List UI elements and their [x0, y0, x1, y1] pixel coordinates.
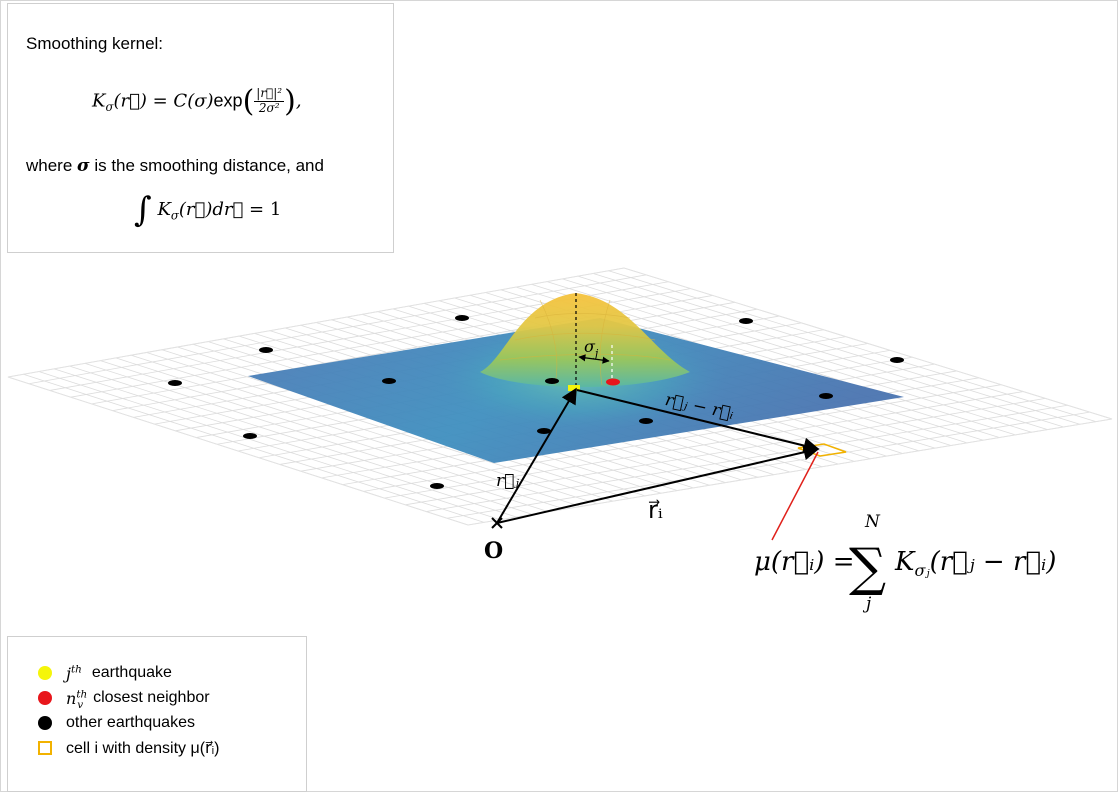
sum-upper-limit: N — [864, 512, 881, 532]
orange-square-icon — [38, 741, 52, 755]
kernel-normalization: C(σ) — [173, 90, 214, 112]
earthquake-marker — [243, 433, 257, 439]
legend-item-closest-neighbor: nthv closest neighbor — [38, 687, 210, 711]
sum-term: Kσⱼ(r⃗ⱼ − r⃗ᵢ) — [894, 547, 1056, 580]
kernel-exp: exp — [213, 90, 243, 111]
earthquake-marker — [455, 315, 469, 321]
sum-symbol: ∑ — [849, 538, 886, 598]
origin-label: O — [484, 538, 503, 564]
density-pointer-line — [771, 451, 819, 541]
legend-math: nthv — [66, 688, 88, 711]
sum-lower-limit: j — [862, 594, 872, 614]
earthquake-marker — [890, 357, 904, 363]
black-dot-icon — [38, 716, 52, 730]
earthquake-marker — [639, 418, 653, 424]
kernel-where-line: where σ is the smoothing distance, and — [26, 156, 324, 176]
rj-minus-ri-vector-arrow — [576, 389, 820, 454]
sigma-label: σj — [584, 337, 599, 360]
earthquake-marker — [259, 347, 273, 353]
rj-label: r⃗ⱼ — [496, 471, 519, 491]
sigma-symbol: σ — [77, 156, 90, 176]
legend-item-other-earthquakes: other earthquakes — [38, 712, 195, 734]
kernel-denominator: 2σ² — [258, 101, 280, 115]
integral-formula: ∫ Kσ(r⃗)dr⃗ = 1 — [134, 190, 282, 230]
kernel-peak — [480, 293, 690, 387]
ri-label: r⃗ᵢ — [648, 496, 663, 524]
integral-kernel: K — [157, 199, 171, 220]
other-earthquakes — [168, 315, 904, 489]
ri-vector-arrow — [496, 444, 820, 524]
earthquake-marker — [739, 318, 753, 324]
grid-line — [384, 391, 1024, 499]
sigma-arrow — [578, 354, 610, 364]
grid-line — [426, 404, 1068, 512]
earthquake-marker — [430, 483, 444, 489]
legend-item-cell-density: cell i with density μ(r⃗ᵢ) — [38, 737, 219, 759]
rj-vector-arrow — [496, 387, 577, 524]
legend-label: cell i with density μ(r⃗ᵢ) — [66, 740, 220, 757]
legend-label: closest neighbor — [93, 689, 210, 706]
earthquake-marker — [168, 380, 182, 386]
where-suffix: is the smoothing distance, and — [94, 156, 324, 175]
grid-line — [405, 398, 1046, 506]
grid-line — [28, 274, 647, 385]
where-prefix: where — [26, 156, 73, 175]
earthquake-marker — [545, 378, 559, 384]
earthquake-marker — [819, 393, 833, 399]
closest-neighbor-marker — [606, 378, 620, 386]
legend-item-jth-earthquake: jth earthquake — [38, 662, 172, 684]
kernel-definition-box: Smoothing kernel: Kσ(r⃗) = C(σ)exp(|r⃗|²… — [7, 3, 394, 253]
grid-line — [363, 384, 1002, 492]
grid-line — [447, 411, 1090, 519]
red-dot-icon — [38, 691, 52, 705]
legend-math: jth — [66, 663, 82, 683]
earthquake-marker — [382, 378, 396, 384]
grid-outline — [7, 267, 1113, 526]
kernel-heading: Smoothing kernel: — [26, 34, 164, 53]
kernel-numerator: |r⃗|² — [254, 86, 285, 102]
legend-box: jth earthquake nthv closest neighbor oth… — [7, 636, 307, 792]
density-formula: μ(r⃗ᵢ) = N ∑ j Kσⱼ(r⃗ⱼ − r⃗ᵢ) — [754, 512, 1056, 614]
origin-marker — [491, 517, 503, 529]
legend-label: other earthquakes — [66, 714, 195, 731]
yellow-dot-icon — [38, 666, 52, 680]
earthquake-marker — [537, 428, 551, 434]
kernel-symbol: K — [92, 90, 106, 112]
integral-equals: = 1 — [249, 199, 282, 220]
legend-label: earthquake — [91, 664, 172, 681]
mu-label: μ(r⃗ᵢ) = — [754, 547, 855, 577]
